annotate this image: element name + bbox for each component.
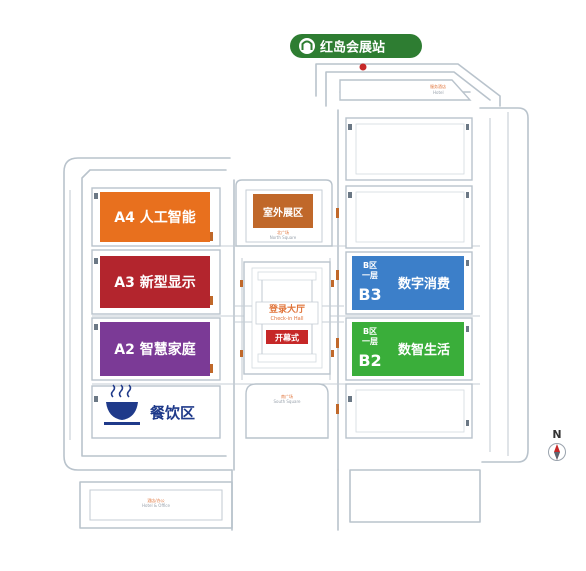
hall-b3-zone: B区 [363, 261, 377, 270]
station-badge[interactable] [290, 34, 422, 58]
south-square-label: 南广场 [281, 393, 293, 399]
dining-label: 餐饮区 [150, 404, 195, 422]
opening-ceremony-label: 开幕式 [275, 333, 299, 343]
north-square-label: 北广场 [277, 229, 289, 235]
hall-b2-label: 数智生活 [398, 342, 450, 358]
hotel-office: 酒店/办公 Hotel & Office [142, 497, 170, 508]
hall-a4-label: A4 人工智能 [114, 209, 195, 226]
hall-b2-zone: B区 [363, 327, 377, 336]
checkin-hall-label-en: Check-in Hall [271, 316, 304, 322]
hall-b2[interactable] [352, 322, 464, 376]
west-halls: A4 人工智能 A3 新型显示 A2 智慧家庭 餐饮区 [91, 187, 221, 439]
outdoor-exhibition-area[interactable] [253, 194, 313, 228]
top-building-label-en: Hotel [433, 90, 444, 95]
top-building: 服务酒店 Hotel [339, 79, 472, 101]
compass-north-letter: N [552, 428, 561, 441]
opening-ceremony[interactable] [266, 330, 308, 344]
metro-icon-glyph [301, 40, 313, 50]
east-halls: B区 一层 B3 数字消费 B区 一层 B2 数智生活 [336, 117, 473, 439]
checkin-complex: 登录大厅 Check-in Hall 开幕式 [234, 261, 344, 375]
hall-a3[interactable] [100, 256, 210, 308]
metro-icon [299, 38, 315, 54]
hall-a4[interactable] [100, 192, 210, 242]
hall-b3-floor: 一层 [362, 271, 378, 280]
south-square-label-en: South Square [274, 399, 302, 404]
hall-b2-floor: 一层 [362, 337, 378, 346]
station-location-dot [359, 63, 367, 71]
top-building-label: 服务酒店 [430, 83, 446, 89]
hall-b2-code: B2 [358, 351, 381, 370]
hotel-office-label-en: Hotel & Office [142, 503, 170, 508]
hall-a3-label: A3 新型显示 [114, 274, 195, 291]
station-name: 红岛会展站 [320, 40, 385, 56]
hall-b3-label: 数字消费 [398, 276, 450, 292]
hall-a2[interactable] [100, 322, 210, 376]
north-square-label-en: North Square [270, 235, 297, 240]
hall-a2-label: A2 智慧家庭 [114, 341, 196, 358]
hotel-office-label: 酒店/办公 [147, 497, 164, 503]
outdoor-exhibition-label: 室外展区 [263, 206, 303, 219]
checkin-hall-label: 登录大厅 [268, 303, 305, 315]
south-square: 南广场 South Square [245, 383, 329, 439]
dining-bowl-icon [104, 384, 140, 425]
hall-b3[interactable] [352, 256, 464, 310]
hall-b3-code: B3 [358, 285, 381, 304]
checkin-hall[interactable] [255, 301, 319, 325]
compass-icon: N [548, 428, 566, 461]
north-square: 室外展区 北广场 North Square [235, 179, 333, 247]
metro-station[interactable]: 红岛会展站 [290, 34, 422, 71]
